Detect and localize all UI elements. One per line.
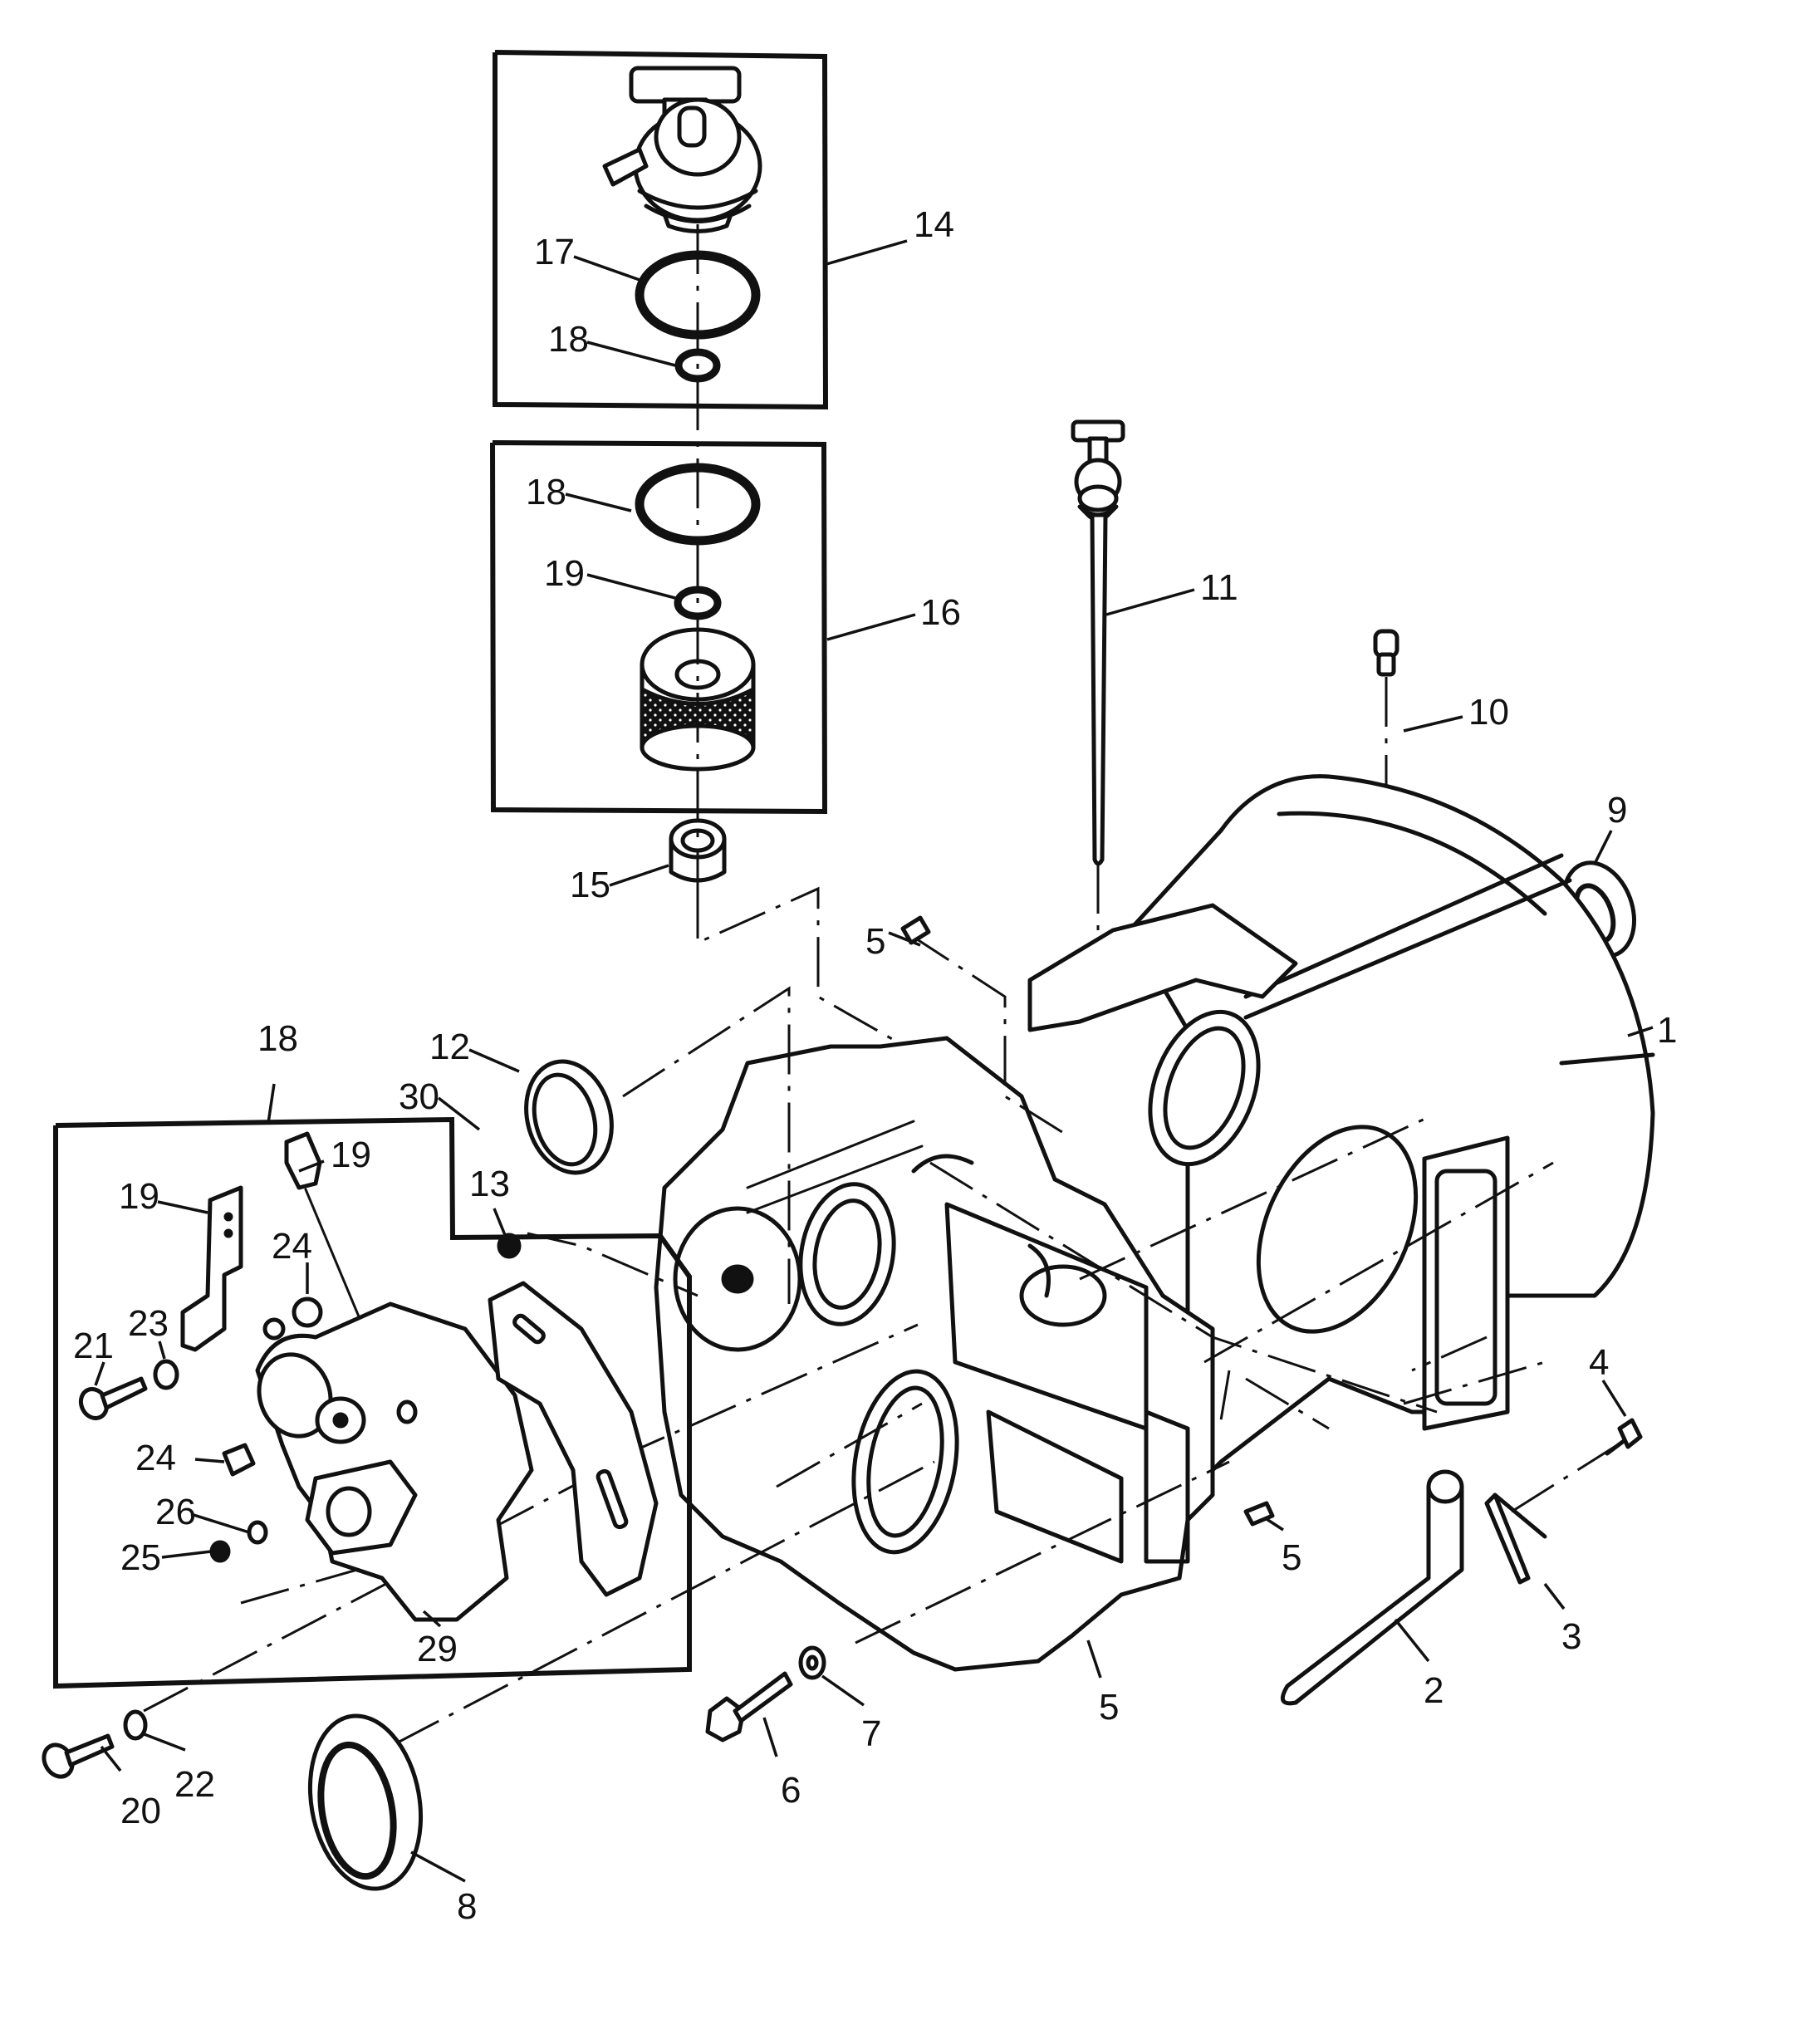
callout-16: 14 — [914, 204, 954, 245]
hex-bolt-part — [705, 1671, 793, 1743]
callout-27: 25 — [120, 1537, 161, 1578]
callout-26: 24 — [135, 1438, 176, 1478]
callout-13: 12 — [429, 1027, 470, 1067]
bolt-part — [1605, 1418, 1643, 1456]
breather-plug-part — [1373, 629, 1399, 677]
callout-labels: 14 17 18 18 19 16 15 11 10 9 1 5 12 13 1… — [73, 204, 1677, 1927]
callout-18-bottom: 18 — [526, 472, 566, 512]
plug-part — [497, 1233, 522, 1259]
washer-part — [262, 1317, 286, 1341]
dipstick-part — [1071, 419, 1125, 866]
callout-19-top: 18 — [548, 319, 589, 360]
plug-part — [209, 1540, 231, 1563]
callout-22: 19 — [331, 1135, 371, 1175]
nut-part — [292, 1296, 323, 1328]
callout-19-bottom: 19 — [544, 553, 585, 594]
callout-11: 10 — [1468, 692, 1509, 733]
callout-9: 8 — [457, 1886, 477, 1927]
washer-part — [123, 1709, 148, 1741]
washer-part — [798, 1645, 826, 1680]
pipe-clamp-part — [1484, 1493, 1547, 1585]
callout-2: 2 — [1424, 1670, 1444, 1711]
group-box-16 — [493, 50, 829, 410]
callout-1: 1 — [1657, 1010, 1677, 1051]
washer-part — [153, 1359, 179, 1390]
oil-pump-body-part — [255, 1301, 534, 1622]
callout-28: 26 — [155, 1492, 196, 1532]
group-box-20 — [53, 1116, 692, 1689]
oil-seal-part — [307, 1713, 424, 1891]
callout-15: 15 — [570, 865, 610, 905]
transmission-housing-part — [654, 774, 1655, 1672]
gasket-part — [488, 1281, 659, 1597]
callout-29: 29 — [417, 1629, 458, 1669]
callout-21: 19 — [119, 1176, 159, 1217]
callout-7: 6 — [781, 1770, 801, 1811]
callout-5-bottom: 5 — [1282, 1537, 1301, 1578]
callout-14: 13 — [469, 1164, 510, 1204]
cap-screw-part — [78, 1376, 148, 1421]
callout-6: 5 — [1099, 1687, 1119, 1728]
callout-23-outer: 20 — [120, 1791, 161, 1831]
cap-screw-part — [42, 1733, 115, 1779]
callout-20: 18 — [257, 1018, 298, 1059]
callout-18-top: 17 — [534, 232, 575, 272]
oil-pipe-part — [1280, 1469, 1464, 1706]
callout-17: 16 — [920, 592, 961, 633]
callout-8: 7 — [861, 1713, 881, 1754]
callout-24-inner: 23 — [128, 1303, 169, 1344]
dowel-pin-part — [900, 915, 931, 945]
callout-23-inner: 21 — [73, 1326, 114, 1366]
callout-10: 9 — [1607, 790, 1627, 831]
seal-washer-part — [247, 1520, 268, 1545]
callout-30: 30 — [399, 1076, 439, 1117]
filter-collar-part — [669, 818, 727, 883]
leader-lines — [94, 239, 1654, 1883]
callout-25: 24 — [272, 1226, 312, 1267]
callout-12: 11 — [1200, 567, 1238, 608]
callout-3: 3 — [1561, 1616, 1581, 1657]
bracket-plate-part — [180, 1185, 243, 1352]
threaded-plug-part — [222, 1443, 256, 1477]
group-box-17 — [490, 440, 828, 815]
callout-24-outer: 22 — [174, 1764, 215, 1805]
oil-seal-part — [524, 1059, 614, 1175]
dowel-pin-part — [1243, 1501, 1275, 1527]
filler-cap-part — [602, 66, 762, 233]
oil-filter-element-part — [640, 627, 756, 772]
callout-4: 4 — [1589, 1342, 1609, 1383]
oil-pressure-switch-part — [284, 1131, 322, 1190]
callout-5-top: 5 — [865, 921, 885, 962]
